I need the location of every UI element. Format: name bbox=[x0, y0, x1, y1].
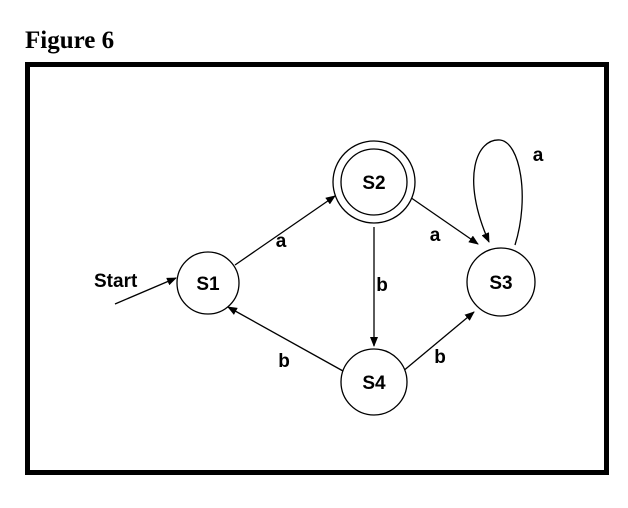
edge-s4-s3 bbox=[401, 311, 475, 373]
edge-label-s4-s3: b bbox=[434, 347, 446, 368]
diagram-frame: Start a a b b b a S1 S2 S3 bbox=[25, 62, 609, 475]
state-s2: S2 bbox=[332, 140, 416, 224]
accepting-ring-s2 bbox=[340, 148, 408, 216]
figure-title: Figure 6 bbox=[25, 27, 115, 54]
edge-s4-s1 bbox=[227, 306, 344, 372]
state-s1: S1 bbox=[176, 251, 240, 315]
edge-s3-self-loop bbox=[473, 139, 523, 246]
start-label: Start bbox=[94, 271, 138, 292]
state-diagram: Start a a b b b a S1 S2 S3 bbox=[94, 139, 544, 416]
state-s4: S4 bbox=[340, 348, 408, 416]
edge-label-s1-s2: a bbox=[276, 231, 287, 252]
edge-label-s4-s1: b bbox=[278, 351, 290, 372]
edge-s2-s3 bbox=[406, 194, 479, 245]
start-arrow bbox=[114, 277, 177, 305]
edge-s1-s2 bbox=[234, 195, 336, 266]
state-label-s4: S4 bbox=[362, 373, 386, 394]
state-s3: S3 bbox=[466, 247, 536, 317]
state-label-s2: S2 bbox=[362, 173, 385, 194]
edge-label-s2-s3: a bbox=[430, 225, 441, 246]
state-label-s3: S3 bbox=[489, 273, 512, 294]
edge-label-s3-s3: a bbox=[533, 145, 544, 166]
state-label-s1: S1 bbox=[196, 274, 220, 295]
edge-label-s2-s4: b bbox=[376, 275, 388, 296]
